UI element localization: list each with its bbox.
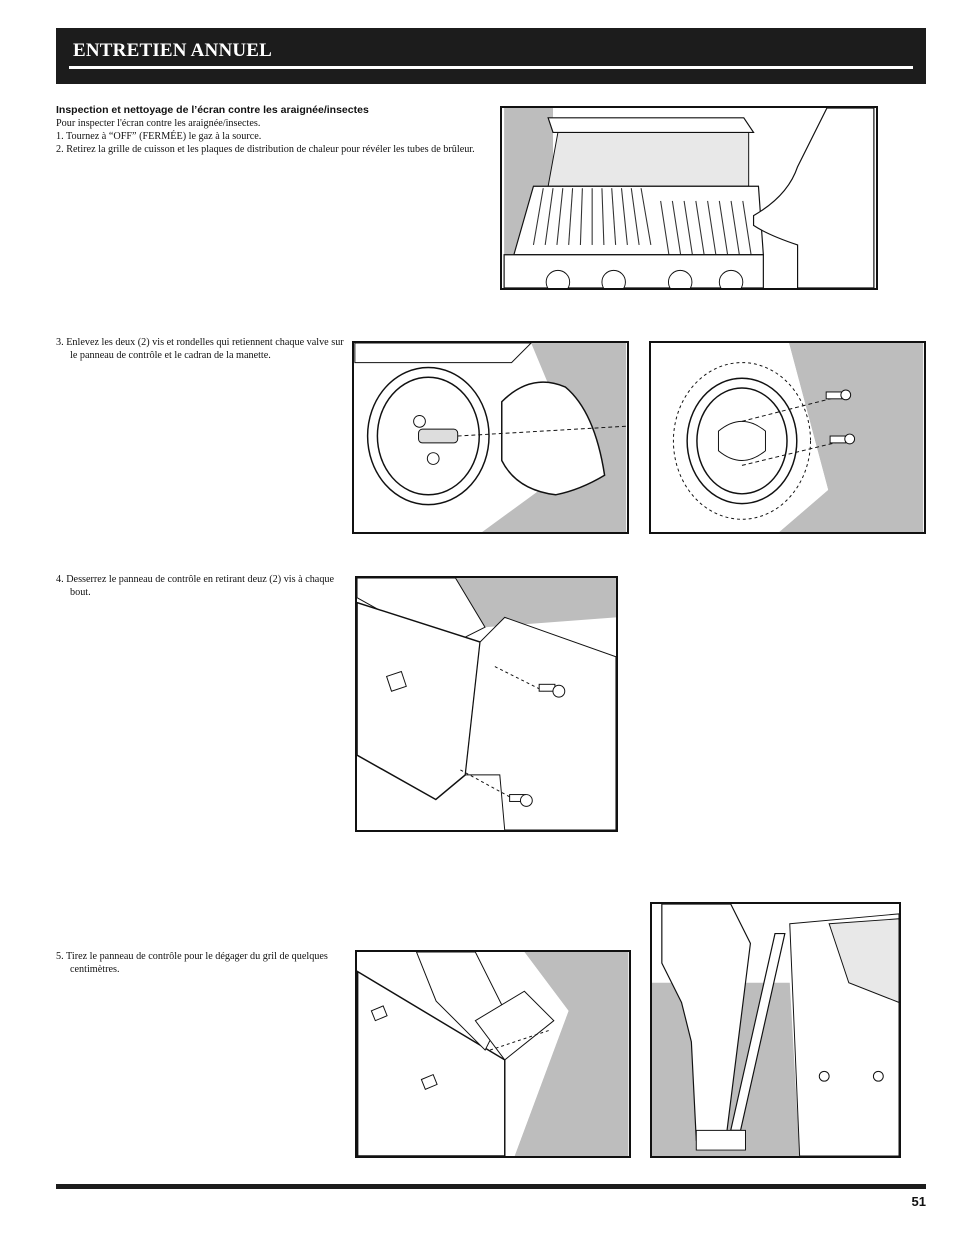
figure-valve-screws-removal (649, 341, 926, 534)
figure-control-panel-pull (355, 950, 631, 1158)
grill-illustration (503, 108, 875, 288)
figure-grill-grate-removal (500, 106, 878, 290)
step-1: 1. Tournez à “OFF” (FERMÉE) le gaz à la … (56, 131, 262, 142)
figure-valve-knob-removal (352, 341, 629, 534)
page-header: ENTRETIEN ANNUEL (56, 28, 926, 84)
footer-rule (56, 1184, 926, 1189)
step-2: 2. Retirez la grille de cuisson et les p… (56, 144, 475, 155)
step-3: 3. Enlevez les deux (2) vis et rondelles… (56, 337, 344, 361)
figure-control-panel-screws (355, 576, 618, 832)
header-rule (69, 66, 913, 69)
step-4: 4. Desserrez le panneau de contrôle en r… (56, 574, 335, 598)
step-5: 5. Tirez le panneau de contrôle pour le … (56, 951, 328, 975)
section-title: Inspection et nettoyage de l’écran contr… (56, 104, 369, 116)
section-intro: Pour inspecter l'écran contre les araign… (56, 118, 261, 129)
page-title: ENTRETIEN ANNUEL (73, 40, 273, 61)
page-number: 51 (911, 1194, 926, 1209)
figure-person-removing-panel (650, 902, 901, 1158)
intro-block: Inspection et nettoyage de l’écran contr… (56, 104, 486, 156)
